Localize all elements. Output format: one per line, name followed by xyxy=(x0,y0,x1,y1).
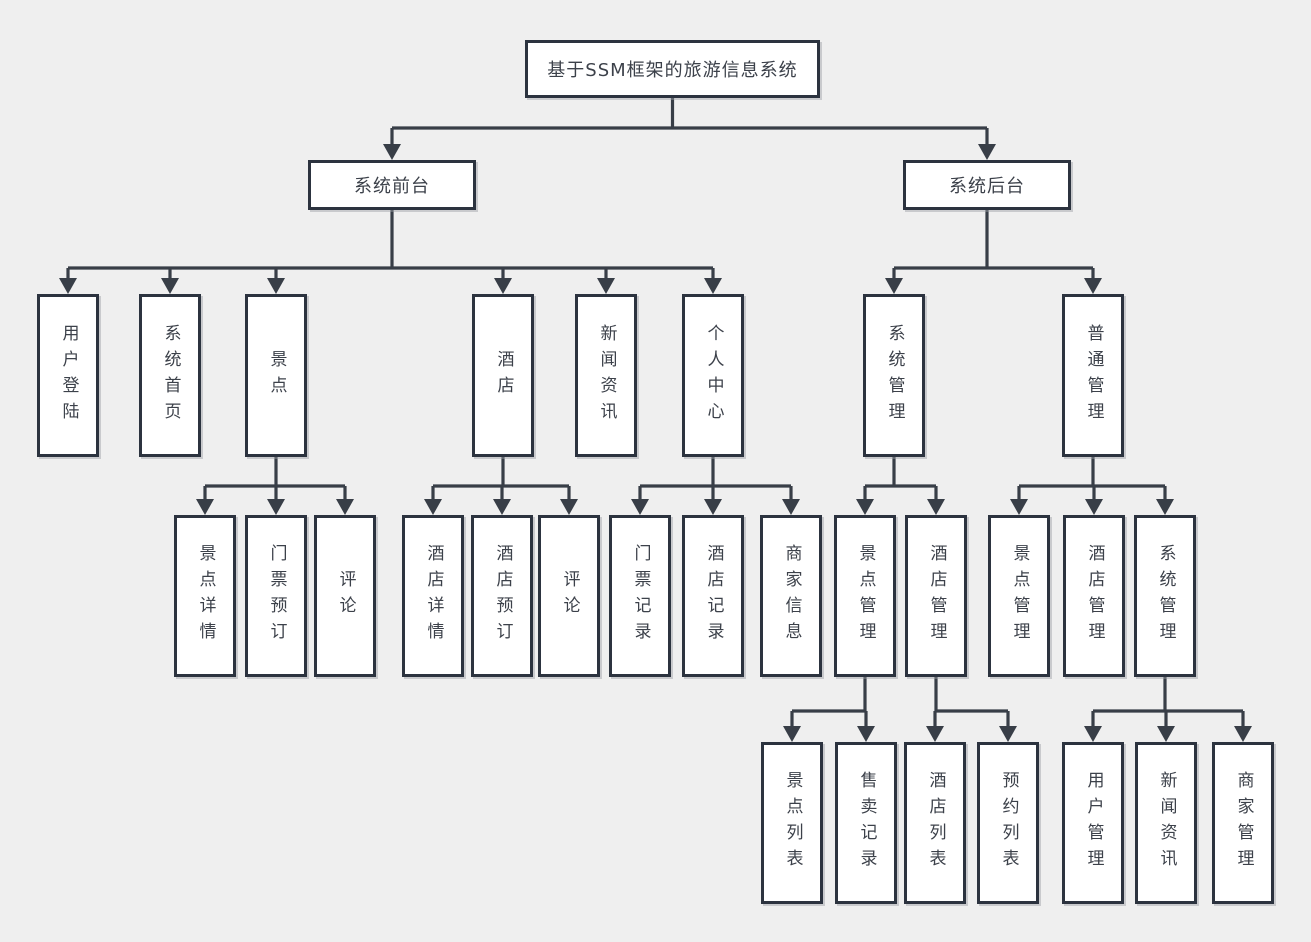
node-scenic-mgmt-sys: 景点管理 xyxy=(834,515,896,677)
node-label: 系统后台 xyxy=(949,176,1025,197)
node-scenic-list: 景点列表 xyxy=(761,742,823,904)
node-label: 普通管理 xyxy=(1083,323,1104,428)
node-label: 景点 xyxy=(266,349,287,402)
node-hotel-comment: 评论 xyxy=(538,515,600,677)
node-scenic-spot: 景点 xyxy=(245,294,307,457)
node-sales-records: 售卖记录 xyxy=(835,742,897,904)
node-label: 系统首页 xyxy=(160,323,181,428)
node-label: 商家管理 xyxy=(1233,771,1254,875)
node-label: 门票预订 xyxy=(266,544,287,648)
node-label: 用户管理 xyxy=(1083,771,1104,875)
node-frontend: 系统前台 xyxy=(308,160,476,210)
node-scenic-mgmt-ord: 景点管理 xyxy=(988,515,1050,677)
node-root: 基于SSM框架的旅游信息系统 xyxy=(525,40,820,98)
node-label: 景点管理 xyxy=(855,544,876,648)
node-label: 景点管理 xyxy=(1009,544,1030,648)
node-label: 用户登陆 xyxy=(58,323,79,428)
node-label: 酒店管理 xyxy=(926,544,947,648)
node-label: 景点详情 xyxy=(195,544,216,648)
node-merchant-mgmt: 商家管理 xyxy=(1212,742,1274,904)
node-ticket-records: 门票记录 xyxy=(609,515,671,677)
node-backend: 系统后台 xyxy=(903,160,1071,210)
node-label: 酒店预订 xyxy=(492,544,513,648)
node-personal-center: 个人中心 xyxy=(682,294,744,457)
node-label: 新闻资讯 xyxy=(596,323,617,428)
node-system-mgmt-ord: 系统管理 xyxy=(1134,515,1196,677)
node-system-mgmt: 系统管理 xyxy=(863,294,925,457)
node-label: 评论 xyxy=(559,570,580,622)
node-hotel-mgmt-ord: 酒店管理 xyxy=(1063,515,1125,677)
node-hotel-detail: 酒店详情 xyxy=(402,515,464,677)
node-label: 酒店 xyxy=(493,349,514,402)
node-scenic-comment: 评论 xyxy=(314,515,376,677)
node-label: 基于SSM框架的旅游信息系统 xyxy=(547,60,798,81)
node-label: 个人中心 xyxy=(703,323,724,428)
node-label: 系统管理 xyxy=(884,323,905,428)
node-scenic-detail: 景点详情 xyxy=(174,515,236,677)
node-label: 酒店详情 xyxy=(423,544,444,648)
node-hotel: 酒店 xyxy=(472,294,534,457)
node-hotel-mgmt-sys: 酒店管理 xyxy=(905,515,967,677)
node-label: 售卖记录 xyxy=(856,771,877,875)
node-label: 新闻资讯 xyxy=(1156,771,1177,875)
connector-path xyxy=(66,98,1245,729)
node-system-home: 系统首页 xyxy=(139,294,201,457)
node-label: 系统前台 xyxy=(354,176,430,197)
node-user-login: 用户登陆 xyxy=(37,294,99,457)
node-label: 商家信息 xyxy=(781,544,802,648)
node-hotel-booking: 酒店预订 xyxy=(471,515,533,677)
node-booking-list: 预约列表 xyxy=(977,742,1039,904)
node-news: 新闻资讯 xyxy=(575,294,637,457)
node-user-mgmt: 用户管理 xyxy=(1062,742,1124,904)
node-label: 评论 xyxy=(335,570,356,622)
node-ticket-booking: 门票预订 xyxy=(245,515,307,677)
node-label: 酒店记录 xyxy=(703,544,724,648)
node-news-mgmt: 新闻资讯 xyxy=(1135,742,1197,904)
node-label: 酒店管理 xyxy=(1084,544,1105,648)
node-merchant-info: 商家信息 xyxy=(760,515,822,677)
node-label: 预约列表 xyxy=(998,771,1019,875)
node-hotel-list: 酒店列表 xyxy=(904,742,966,904)
node-label: 门票记录 xyxy=(630,544,651,648)
node-ordinary-mgmt: 普通管理 xyxy=(1062,294,1124,457)
node-label: 系统管理 xyxy=(1155,544,1176,648)
node-hotel-records: 酒店记录 xyxy=(682,515,744,677)
node-label: 酒店列表 xyxy=(925,771,946,875)
node-label: 景点列表 xyxy=(782,771,803,875)
